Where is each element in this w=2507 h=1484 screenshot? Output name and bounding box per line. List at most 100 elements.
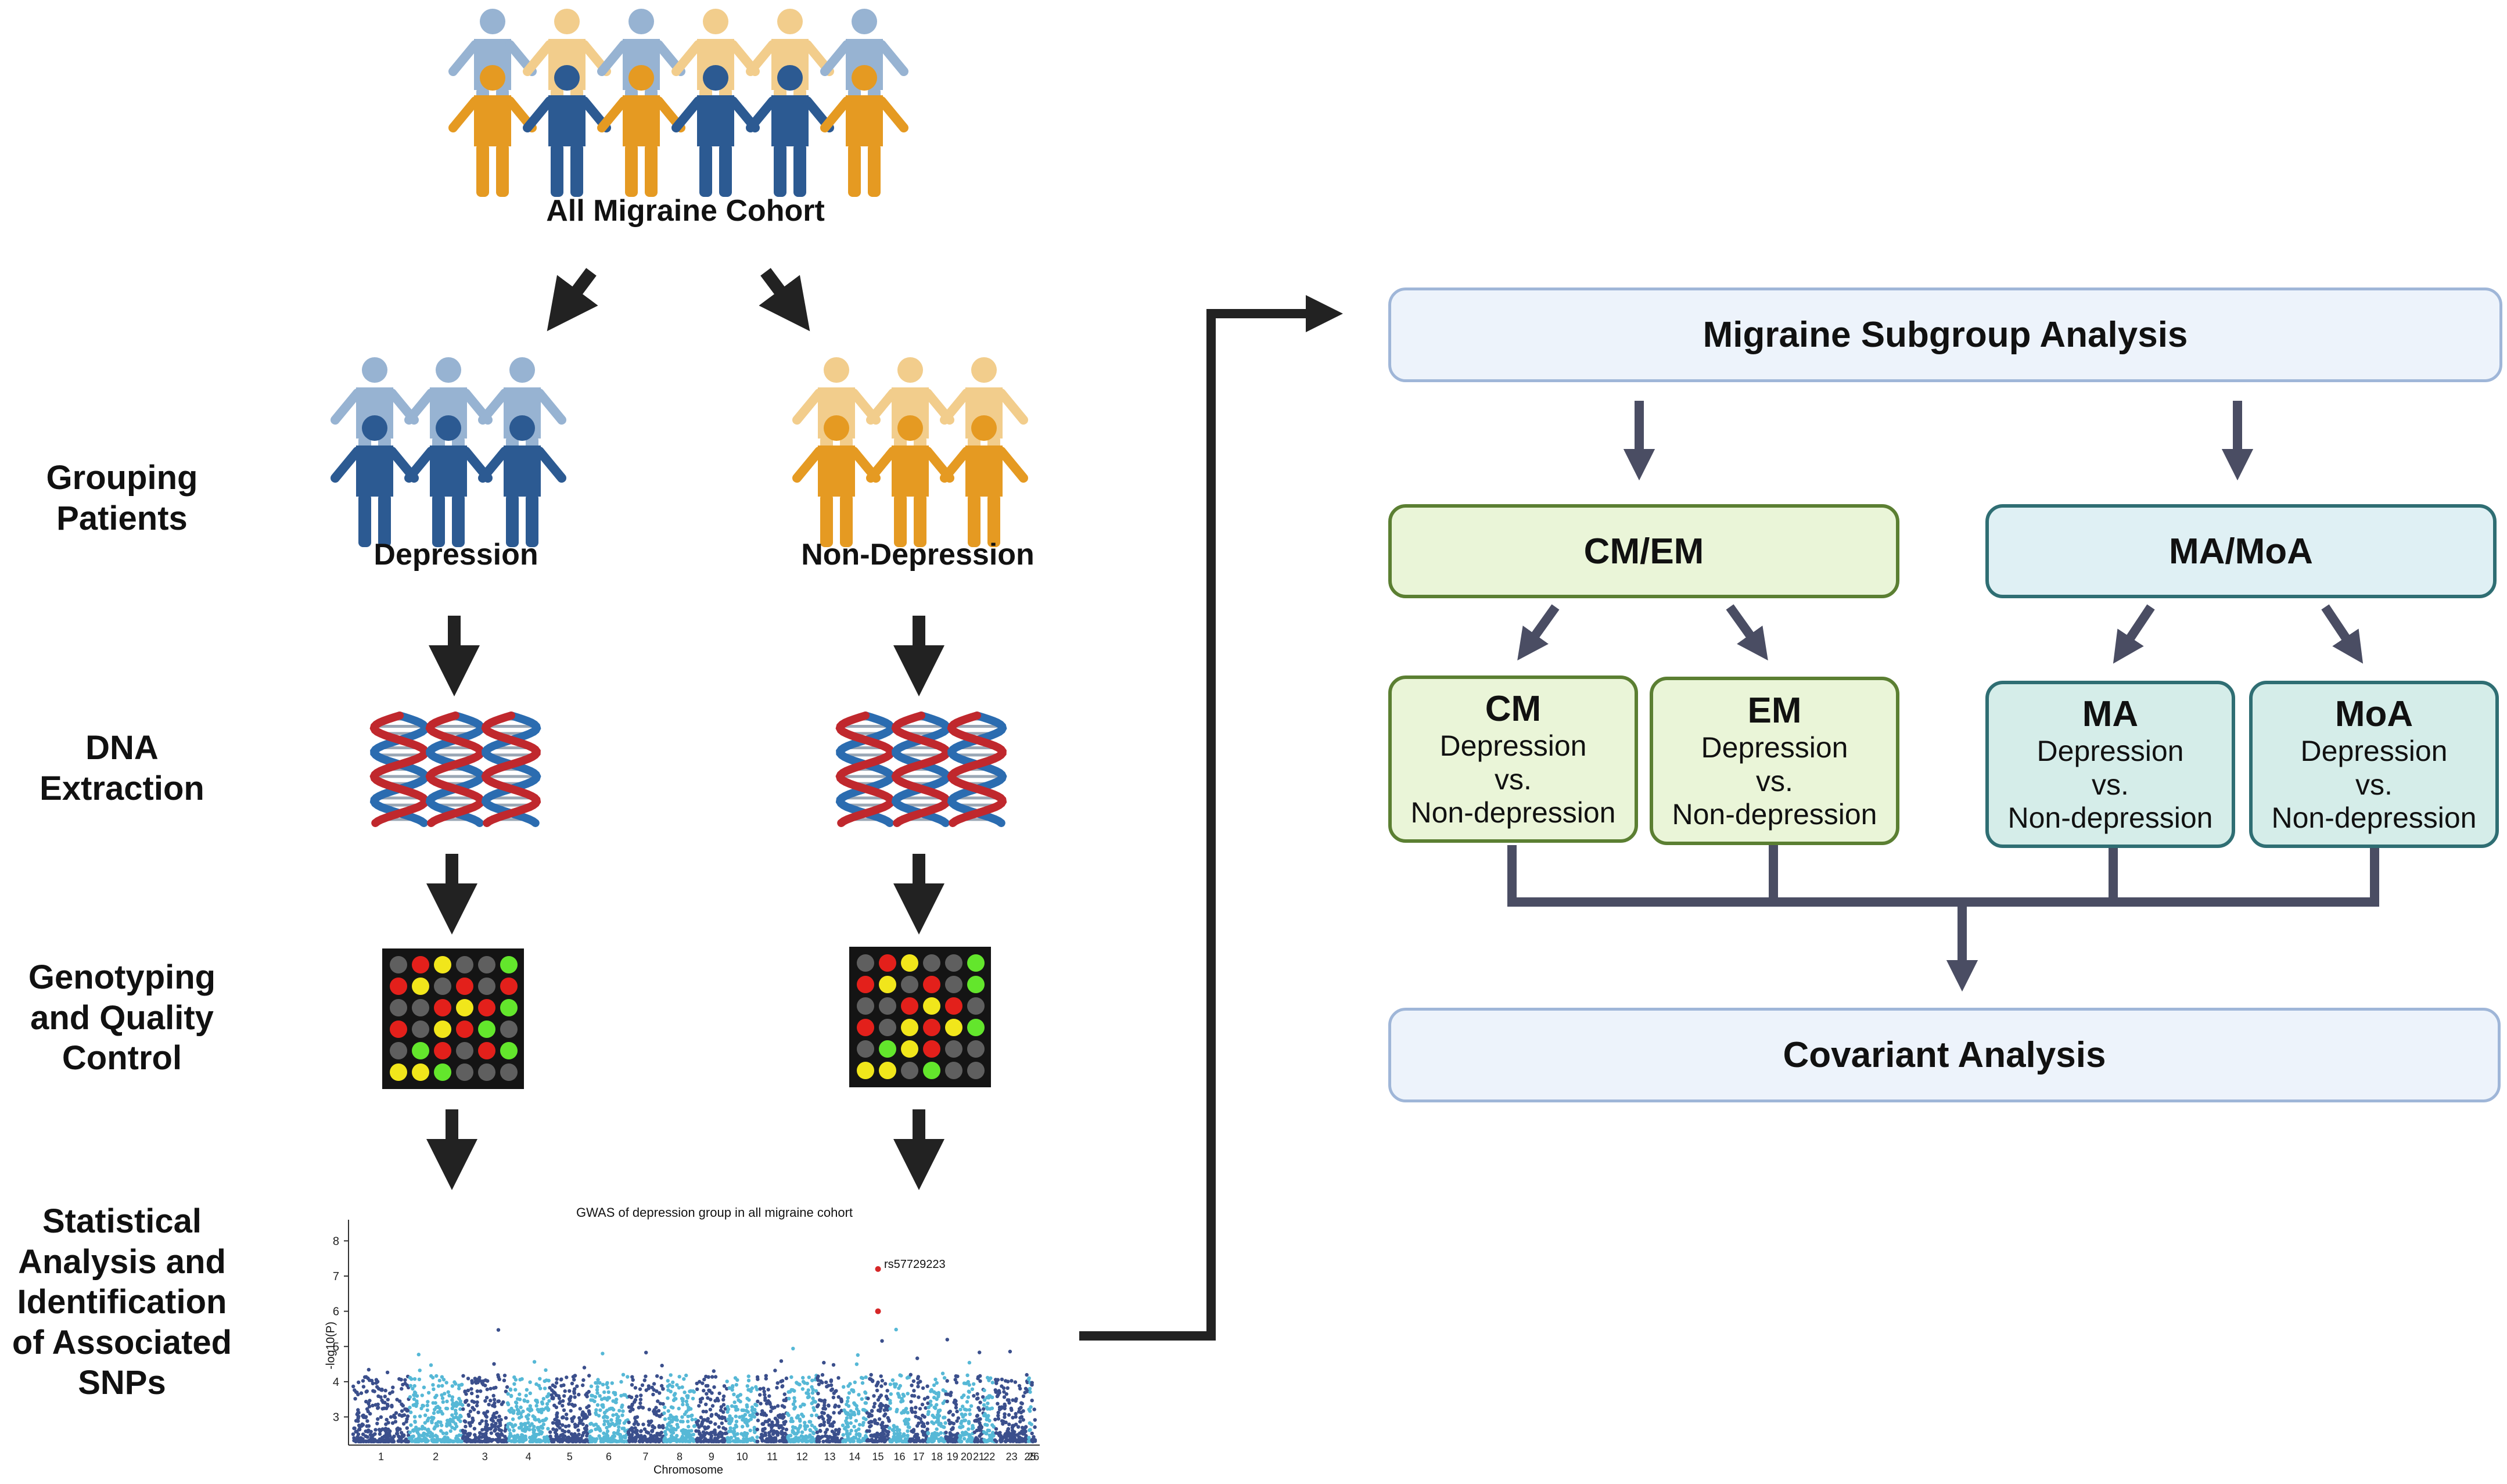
chart-point <box>631 1429 635 1433</box>
step-label-grouping: Grouping Patients <box>46 459 198 537</box>
depression-caption: Depression <box>373 538 538 572</box>
chart-point <box>902 1433 907 1438</box>
chart-point <box>962 1436 967 1441</box>
chart-point <box>563 1424 568 1429</box>
chart-point <box>661 1425 665 1430</box>
chart-point <box>580 1413 584 1417</box>
chart-point <box>506 1392 510 1396</box>
chart-point <box>734 1420 739 1424</box>
chart-point <box>589 1398 593 1402</box>
chart-point <box>773 1368 777 1372</box>
chart-point <box>669 1430 673 1434</box>
chart-point <box>1011 1436 1016 1441</box>
chart-point <box>947 1418 951 1422</box>
chart-point <box>426 1418 430 1422</box>
chart-point <box>551 1421 555 1425</box>
chart-point <box>651 1392 655 1397</box>
chart-point <box>907 1417 911 1422</box>
chart-point <box>441 1400 445 1404</box>
chart-point <box>986 1402 990 1406</box>
chart-point <box>395 1431 400 1436</box>
chart-point <box>845 1432 849 1436</box>
chart-point <box>842 1385 846 1389</box>
chart-point <box>512 1428 516 1433</box>
chart-point <box>916 1385 920 1389</box>
chart-point <box>763 1398 767 1402</box>
chart-point <box>857 1432 861 1436</box>
chart-point <box>911 1379 916 1384</box>
chart-point <box>729 1436 734 1440</box>
chart-point <box>400 1386 404 1391</box>
chart-point <box>845 1402 849 1407</box>
chart-point <box>978 1417 982 1421</box>
chart-point <box>845 1399 850 1403</box>
chart-point <box>367 1438 372 1443</box>
chart-point <box>979 1425 984 1429</box>
chart-point <box>361 1437 365 1441</box>
chart-point <box>392 1413 396 1417</box>
chart-point <box>889 1392 893 1396</box>
leaf-line2-ma: vs. <box>2092 768 2129 801</box>
chart-point <box>583 1413 587 1417</box>
chart-point <box>720 1431 724 1435</box>
chart-point <box>953 1378 957 1382</box>
chart-point <box>617 1421 622 1425</box>
chart-point <box>619 1379 623 1384</box>
chart-point <box>455 1402 459 1407</box>
chart-point <box>804 1434 808 1438</box>
chart-point <box>782 1392 787 1396</box>
chart-point <box>507 1428 512 1432</box>
chart-point <box>651 1424 655 1428</box>
chart-point <box>357 1411 361 1415</box>
chart-point <box>484 1419 489 1424</box>
x-tick-label: 19 <box>947 1451 958 1463</box>
chart-point <box>727 1386 731 1390</box>
chart-point <box>975 1414 979 1418</box>
chart-point <box>571 1437 576 1441</box>
chart-point <box>578 1407 582 1411</box>
chart-point <box>719 1405 724 1409</box>
chart-point <box>830 1422 834 1426</box>
chart-point <box>1025 1372 1029 1377</box>
chart-point <box>755 1375 760 1379</box>
chart-point <box>441 1378 446 1382</box>
chart-point <box>689 1414 693 1418</box>
chart-point <box>445 1424 449 1428</box>
chart-point <box>354 1439 358 1444</box>
chart-point <box>768 1402 773 1406</box>
chart-point <box>732 1431 736 1435</box>
chart-point <box>543 1439 547 1443</box>
chart-point <box>939 1438 943 1442</box>
chart-point <box>944 1431 948 1435</box>
chart-point <box>955 1419 959 1423</box>
chart-point <box>1004 1439 1008 1444</box>
chart-point <box>620 1426 624 1431</box>
chart-point <box>1003 1412 1007 1416</box>
chart-point <box>751 1411 755 1415</box>
chart-point <box>682 1377 686 1381</box>
chart-point <box>480 1428 484 1432</box>
chart-point <box>852 1439 856 1443</box>
arrow-to-em <box>1726 604 1768 661</box>
chart-point <box>515 1401 519 1405</box>
chart-point <box>563 1389 567 1393</box>
chart-point <box>475 1395 480 1399</box>
chart-point <box>475 1400 479 1404</box>
chart-point <box>955 1409 959 1414</box>
chart-annotation: rs57729223 <box>884 1258 946 1271</box>
person-icon <box>866 415 954 547</box>
chart-point <box>836 1395 841 1399</box>
chart-point <box>1002 1390 1006 1394</box>
chart-point <box>1008 1349 1012 1354</box>
arrow-to-ma <box>2113 604 2155 664</box>
chart-point <box>426 1390 431 1395</box>
chart-point <box>483 1384 487 1388</box>
chart-point <box>713 1436 717 1440</box>
chart-point <box>546 1426 550 1431</box>
chart-point <box>354 1419 358 1423</box>
chart-point <box>747 1398 751 1402</box>
chart-point <box>945 1399 949 1403</box>
chart-point <box>852 1389 856 1393</box>
chart-point <box>945 1338 950 1342</box>
chart-point <box>606 1420 610 1424</box>
